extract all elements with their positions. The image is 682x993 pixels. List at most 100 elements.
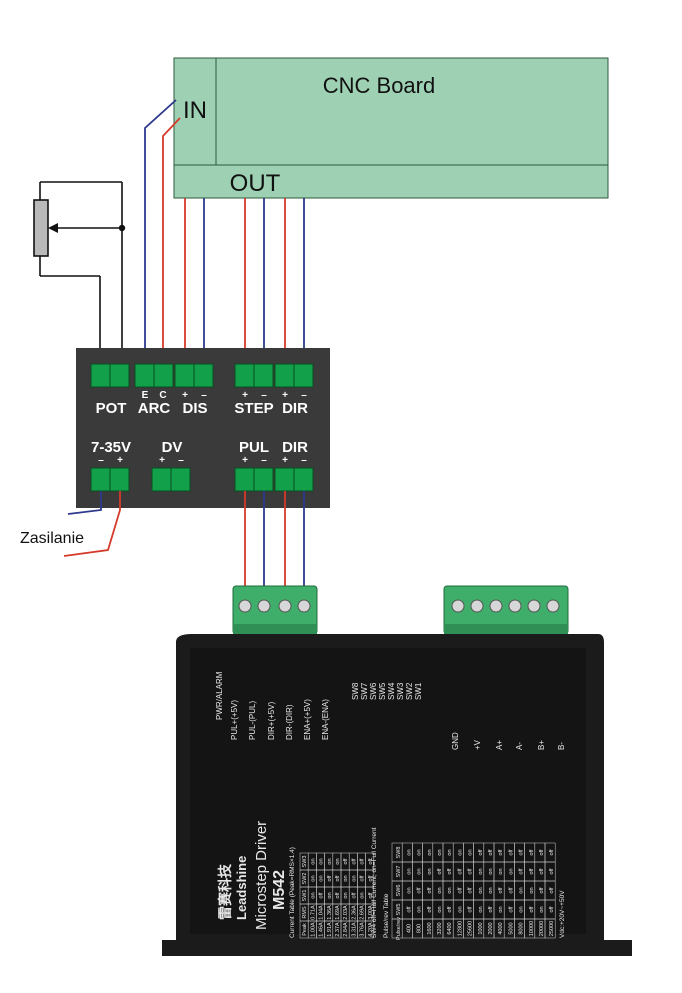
label-pot: POT	[96, 400, 127, 417]
table-header-cell: Peak	[302, 923, 308, 936]
top-terminal-block-right	[234, 363, 314, 388]
terminal-pwr-minus	[90, 467, 111, 492]
table-cell: on	[508, 868, 514, 874]
table-header-cell: SW2	[302, 873, 308, 885]
cnc-board-title: CNC Board	[323, 73, 435, 98]
interface-module: E C + – + – + – POT ARC DIS STEP DIR 7-3…	[76, 348, 330, 508]
table-cell: on	[498, 906, 504, 912]
stepper-driver: 雷赛科技 Leadshine Microstep Driver M542 PWR…	[162, 585, 632, 956]
table-cell: 2.36A	[351, 905, 357, 920]
supply-wire-plus	[63, 491, 121, 557]
table-cell: on	[488, 887, 494, 893]
arc-pin-c: C	[159, 390, 166, 401]
table-header-cell: SW3	[302, 856, 308, 868]
table-cell: on	[478, 906, 484, 912]
table-cell: 25600	[468, 921, 474, 936]
table-cell: 2.84A	[343, 922, 349, 937]
table-cell: off	[368, 875, 374, 881]
table-cell: off	[508, 906, 514, 912]
table-cell: on	[457, 906, 463, 912]
table-cell: off	[549, 887, 555, 893]
table-cell: 20000	[539, 921, 545, 936]
arc-pin-e: E	[142, 390, 149, 401]
power-label-b-plus: B+	[537, 740, 546, 750]
table-cell: 2.03A	[343, 905, 349, 920]
terminal-pot-1	[90, 363, 111, 388]
table-cell: off	[549, 868, 555, 874]
table-cell: 8000	[519, 922, 525, 934]
table-cell: off	[508, 887, 514, 893]
table-cell: 3.31A	[351, 922, 357, 937]
potentiometer-junction	[118, 224, 126, 232]
table-cell: off	[468, 868, 474, 874]
cnc-board-in-section	[173, 57, 217, 166]
table-cell: off	[351, 892, 357, 898]
table-cell: on	[417, 906, 423, 912]
terminal-pul-minus	[253, 467, 274, 492]
table-header-cell: RMS	[302, 906, 308, 919]
table-cell: on	[310, 858, 316, 864]
table-cell: off	[351, 858, 357, 864]
dv-pin-minus: –	[178, 455, 184, 466]
table-cell: 2.69A	[360, 905, 366, 920]
sw4-note: SW4 off=Half Current; on=Full Current	[371, 827, 378, 938]
switch-label-7: SW2	[405, 682, 414, 700]
cnc-board-out-strip	[173, 164, 609, 199]
pwr-pin-minus: –	[98, 455, 104, 466]
table-cell: 4.20A	[368, 922, 374, 937]
table-cell: 5000	[508, 922, 514, 934]
table-header-cell: SW1	[302, 890, 308, 902]
table-cell: 2.37A	[335, 922, 341, 937]
pwr-pin-plus: +	[117, 455, 123, 466]
wire-arc-e	[144, 99, 177, 364]
current-table: PeakRMSSW1SW2SW31.00A0.71Aononon1.46A1.0…	[299, 852, 375, 939]
pulse-table-title: Pulse/rev Table	[383, 893, 390, 938]
step-pin-minus: –	[261, 390, 267, 401]
label-power-range: 7-35V	[91, 439, 131, 456]
table-cell: off	[447, 906, 453, 912]
table-cell: on	[406, 849, 412, 855]
table-cell: on	[519, 906, 525, 912]
power-label-a-minus: A-	[515, 742, 524, 750]
dis-pin-minus: –	[201, 390, 207, 401]
table-cell: off	[539, 849, 545, 855]
label-arc: ARC	[138, 400, 171, 417]
table-cell: on	[343, 892, 349, 898]
step-pin-plus: +	[242, 390, 248, 401]
table-cell: off	[417, 887, 423, 893]
table-header-cell: SW8	[396, 847, 402, 859]
table-cell: on	[351, 875, 357, 881]
potentiometer-wiper-arrow	[48, 223, 58, 233]
table-cell: 1.36A	[327, 905, 333, 920]
table-header-cell: SW5	[396, 904, 402, 916]
switch-label-4: SW5	[378, 682, 387, 700]
table-cell: off	[468, 887, 474, 893]
table-cell: off	[457, 887, 463, 893]
table-cell: 800	[417, 924, 423, 933]
table-cell: 2000	[488, 922, 494, 934]
table-cell: on	[310, 892, 316, 898]
terminal-dir2-minus	[293, 467, 314, 492]
table-cell: off	[519, 868, 525, 874]
supply-wires	[63, 491, 121, 557]
signal-label-4: DIR-(DIR)	[285, 704, 294, 740]
terminal-dir-plus	[274, 363, 295, 388]
terminal-arc-c	[153, 363, 174, 388]
table-cell: 1.69A	[335, 905, 341, 920]
table-cell: on	[427, 868, 433, 874]
table-cell: off	[529, 906, 535, 912]
table-cell: off	[549, 849, 555, 855]
cnc-board-out-label: OUT	[230, 170, 281, 197]
signal-label-2: PUL-(PUL)	[248, 701, 257, 740]
dir-pin-plus: +	[282, 390, 288, 401]
supply-label: Zasilanie	[20, 530, 84, 547]
table-cell: on	[437, 906, 443, 912]
bottom-terminals	[90, 467, 314, 492]
table-cell: on	[327, 858, 333, 864]
pulse-table: Pulse/revSW5SW6SW7SW8400offononon800onof…	[391, 842, 556, 940]
vdc-note: Vdc:+20V~+50V	[559, 890, 566, 938]
dir-pin-minus: –	[301, 390, 307, 401]
table-cell: on	[417, 868, 423, 874]
table-cell: off	[360, 875, 366, 881]
table-cell: on	[488, 868, 494, 874]
